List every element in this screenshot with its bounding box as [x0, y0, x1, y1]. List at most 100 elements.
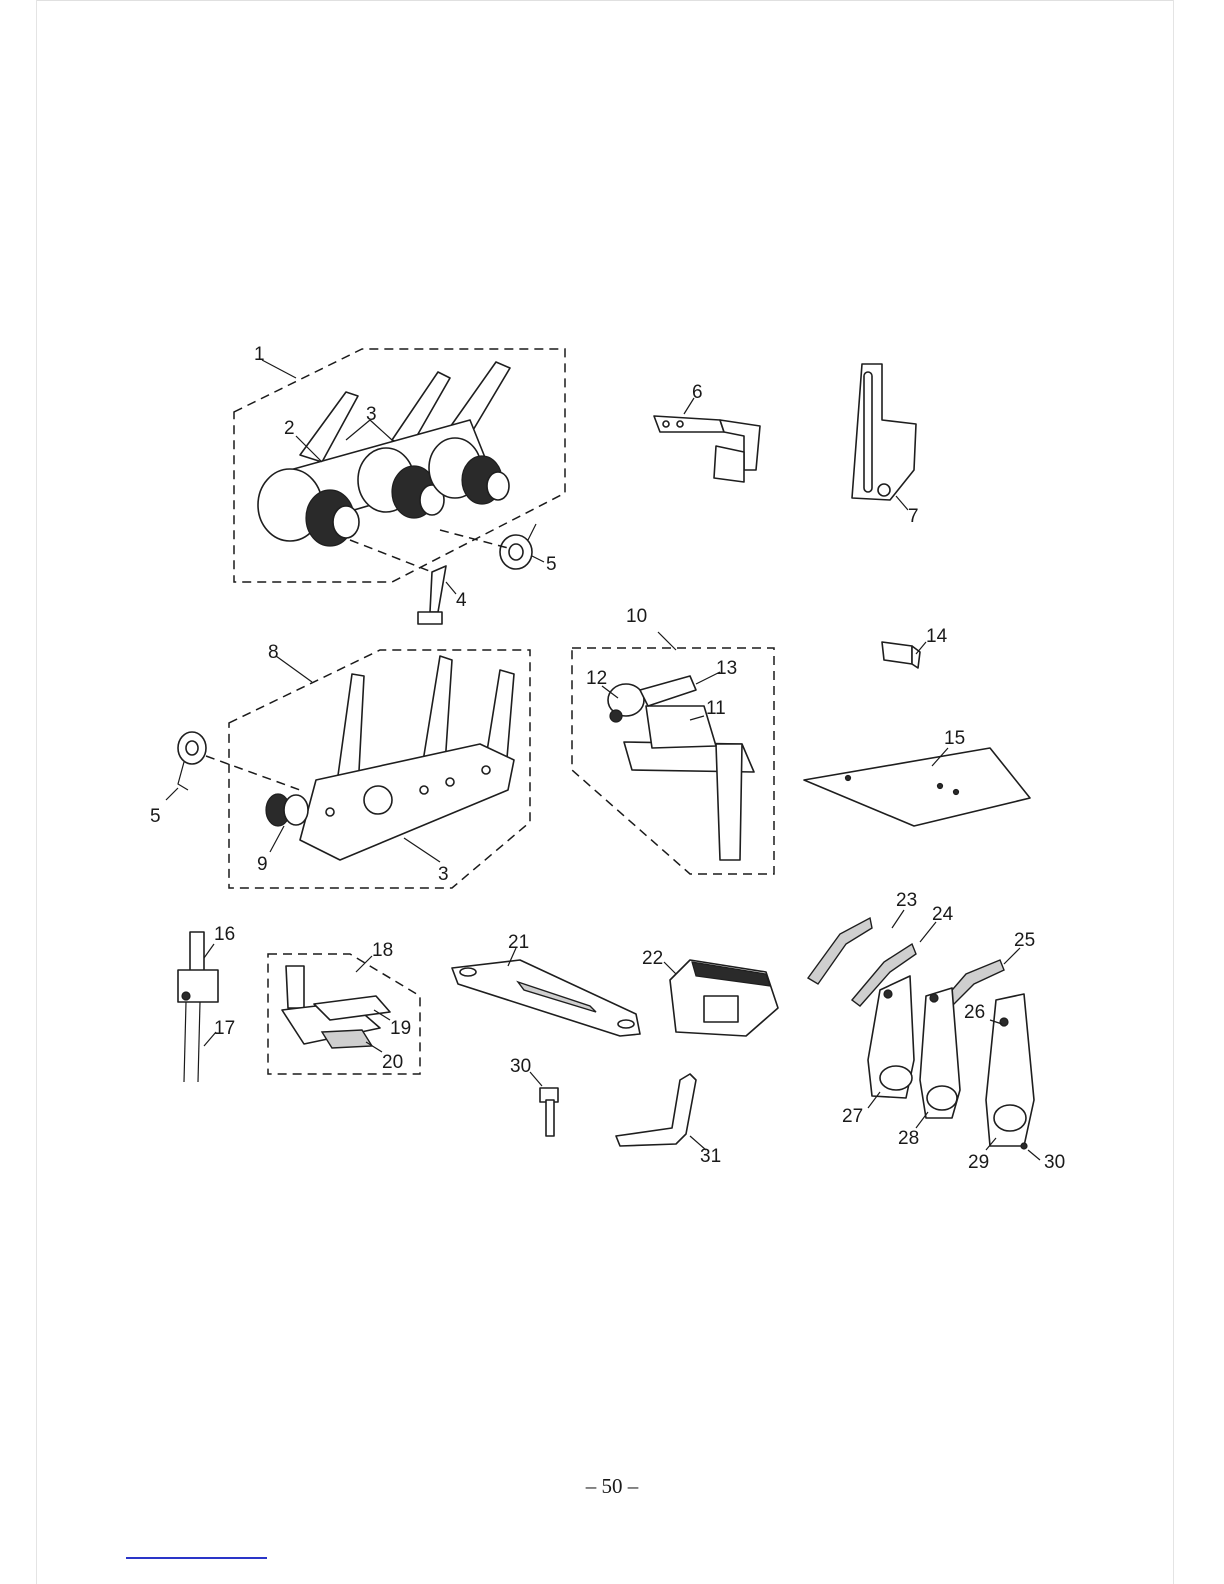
part-23-looper-blade [808, 918, 872, 984]
part-30-shank [546, 1100, 554, 1136]
part-6-foot [714, 446, 744, 482]
part-4-lever [430, 566, 446, 612]
callout-22: 22 [642, 948, 663, 969]
callout-3b: 3 [438, 864, 449, 885]
part-5-spring-tail [528, 524, 536, 540]
part-17-needle-right [198, 1002, 200, 1082]
part-22-window [704, 996, 738, 1022]
leader-24 [920, 922, 936, 942]
part-29-bore [994, 1105, 1026, 1131]
callout-25: 25 [1014, 930, 1035, 951]
part-30-screw-looper [1021, 1143, 1027, 1149]
callout-30b: 30 [1044, 1152, 1065, 1173]
callout-29: 29 [968, 1152, 989, 1173]
callout-15: 15 [944, 728, 965, 749]
part-5-spring-upper-hole [509, 544, 523, 560]
callout-27: 27 [842, 1106, 863, 1127]
part-7-hole [878, 484, 890, 496]
tension-main-plate [300, 744, 514, 860]
leader-16 [204, 944, 214, 958]
part-16-screw [182, 992, 190, 1000]
part-31-rod: 31 [616, 1074, 721, 1167]
looper-assembly: 23 24 25 26 27 28 29 30 [808, 890, 1065, 1173]
leader-28 [916, 1112, 928, 1128]
part-15-hole-3 [954, 790, 959, 795]
leader-20 [366, 1042, 382, 1052]
part-16-17-needle-clamp: 16 17 [178, 924, 235, 1082]
part-6-bracket: 6 [654, 382, 760, 482]
part-26-screw-b [930, 994, 938, 1002]
part-31-body [616, 1074, 696, 1146]
part-9-collar [284, 795, 308, 825]
part-7-slotted-plate: 7 [852, 364, 919, 527]
part-14-clip: 14 [882, 626, 948, 668]
leader-8 [276, 656, 312, 682]
callout-12: 12 [586, 668, 607, 689]
assembly-8-tension-plate: 8 5 9 3 [150, 642, 530, 888]
part-17-needle-left [184, 1002, 186, 1082]
plate-hole-b [420, 786, 428, 794]
part-7-slot [864, 372, 872, 492]
tension-arm-left [300, 392, 358, 462]
part-5-spring-lower-hole [186, 741, 198, 755]
part-13-guide [640, 676, 696, 706]
callout-14: 14 [926, 626, 948, 647]
leader-7 [896, 496, 908, 510]
plate-hole-c [446, 778, 454, 786]
part-15-plate: 15 [804, 728, 1030, 826]
leader-1 [262, 360, 296, 378]
callout-2: 2 [284, 418, 295, 439]
leader-30a [530, 1072, 542, 1086]
callout-20: 20 [382, 1052, 403, 1073]
guide-post [716, 744, 742, 860]
page-number: – 50 – [552, 1474, 672, 1499]
callout-23: 23 [896, 890, 917, 911]
callout-8: 8 [268, 642, 279, 663]
callout-13: 13 [716, 658, 737, 679]
part-15-hole-1 [846, 776, 851, 781]
callout-19: 19 [390, 1018, 411, 1039]
callout-18: 18 [372, 940, 393, 961]
callout-1: 1 [254, 344, 265, 365]
dashed-link-spring [206, 756, 300, 790]
part-26-screw-c [1000, 1018, 1008, 1026]
callout-3a: 3 [366, 404, 377, 425]
part-27-bore [880, 1066, 912, 1090]
callout-7: 7 [908, 506, 919, 527]
callout-21: 21 [508, 932, 529, 953]
callout-16: 16 [214, 924, 235, 945]
leader-3b [404, 838, 440, 862]
leader-22 [664, 962, 676, 974]
callout-26: 26 [964, 1002, 985, 1023]
leader-4 [446, 582, 456, 594]
part-14-tab [912, 646, 920, 668]
leader-9 [270, 826, 284, 852]
part-5-spring-lower-tail [178, 762, 188, 790]
callout-5b: 5 [150, 806, 161, 827]
callout-30a: 30 [510, 1056, 531, 1077]
part-19-plate [314, 996, 390, 1020]
plate-hole-d [482, 766, 490, 774]
footer-link-underline[interactable] [126, 1557, 267, 1559]
callout-6: 6 [692, 382, 703, 403]
leader-5b [166, 788, 178, 800]
plate-hole-a [326, 808, 334, 816]
leader-5a [532, 556, 544, 562]
part-18-post [286, 966, 304, 1008]
callout-31: 31 [700, 1146, 721, 1167]
dashed-link-5 [440, 530, 508, 548]
part-26-screw-a [884, 990, 892, 998]
assembly-10-thread-guide: 10 12 13 11 [572, 606, 774, 874]
tension-knob-cap-1 [333, 506, 359, 538]
part-30-screw-small: 30 [510, 1056, 558, 1136]
part-28-bore [927, 1086, 957, 1110]
tension-knob-cap-3 [487, 472, 509, 500]
part-15-hole-2 [938, 784, 943, 789]
plate-center-hole [364, 786, 392, 814]
part-14-body [882, 642, 912, 664]
part-21-needle-plate: 21 [452, 932, 640, 1036]
callout-9: 9 [257, 854, 268, 875]
callout-11: 11 [706, 698, 726, 719]
